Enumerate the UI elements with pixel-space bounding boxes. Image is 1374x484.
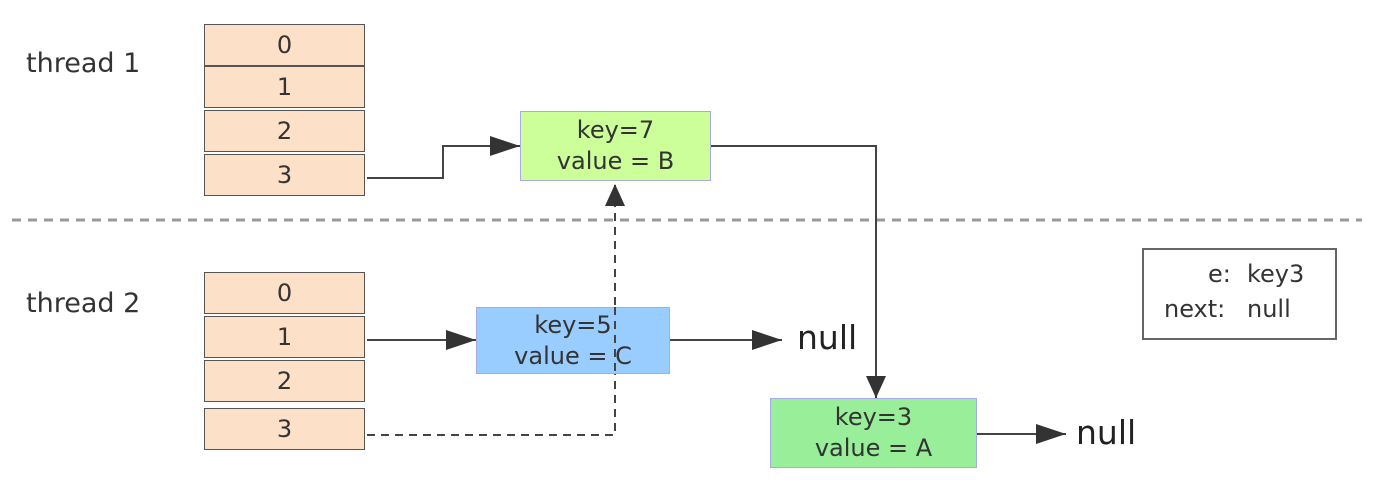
t2-bucket-3: 3 — [204, 408, 365, 450]
node-key3-key: key=3 — [834, 403, 913, 431]
node-key3-value: value = A — [814, 434, 933, 462]
info-next-value: null — [1247, 295, 1291, 323]
node-key5-key: key=5 — [534, 310, 612, 339]
t1-bucket-3: 3 — [204, 154, 365, 196]
node-key7: key=7 value = B — [520, 111, 711, 181]
t2-bucket-1: 1 — [204, 316, 365, 358]
node-key5: key=5 value = C — [476, 307, 670, 374]
node-key7-value: value = B — [556, 147, 675, 175]
edge-key7-to-key3 — [711, 145, 886, 398]
t1-bucket-2: 2 — [204, 110, 365, 152]
t1-bucket-0: 0 — [204, 24, 365, 66]
null-after-key5: null — [797, 318, 858, 357]
node-key7-key: key=7 — [576, 116, 655, 144]
t2-bucket-2: 2 — [204, 360, 365, 402]
info-e-label: e: — [1208, 260, 1231, 288]
t2-bucket-0: 0 — [204, 272, 365, 314]
info-e-value: key3 — [1247, 260, 1305, 288]
thread-2-label: thread 2 — [26, 288, 141, 319]
edge-t1-bucket3-to-key7 — [367, 136, 520, 179]
t1-bucket-1: 1 — [204, 66, 365, 108]
entry-info-box: e: key3 next: null — [1142, 248, 1337, 340]
info-next-label: next: — [1164, 295, 1226, 323]
thread-1-label: thread 1 — [26, 48, 141, 79]
node-key5-value: value = C — [514, 341, 632, 370]
null-after-key3: null — [1076, 413, 1137, 452]
node-key3: key=3 value = A — [770, 398, 977, 468]
